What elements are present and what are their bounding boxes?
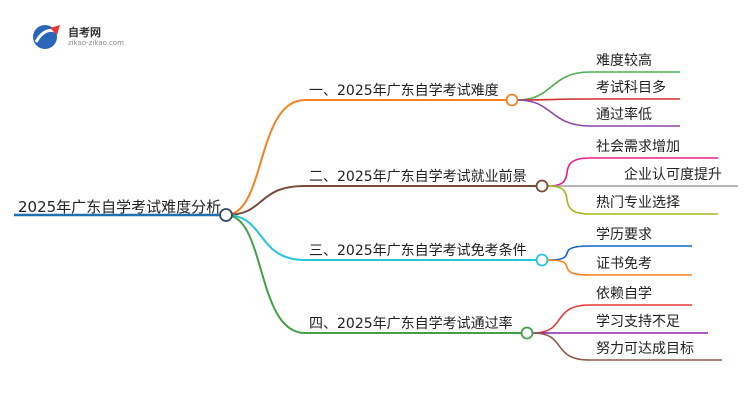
leaf-topic-4-3: 努力可达成目标 [596, 341, 694, 357]
root-node [219, 208, 233, 222]
branch-topic-4: 四、2025年广东自学考试通过率 [309, 316, 513, 332]
leaf-topic-1-3: 通过率低 [596, 107, 652, 123]
leaf-topic-2-2: 企业认可度提升 [624, 167, 722, 183]
root-topic: 2025年广东自学考试难度分析 [18, 198, 222, 216]
mindmap-nodes [219, 93, 549, 340]
branch-connector-2 [225, 185, 306, 216]
branch-connector-1 [225, 99, 306, 216]
branch-connector-3 [225, 214, 306, 261]
leaf-topic-3-1: 学历要求 [596, 227, 652, 243]
leaf-topic-3-2: 证书免考 [596, 256, 652, 272]
leaf-connector-4-3 [532, 332, 591, 361]
branch-connector-4 [225, 214, 306, 334]
logo-title: 自考网 [68, 26, 101, 39]
branch-node-2 [535, 179, 549, 193]
leaf-connector-3-2 [547, 259, 591, 276]
mindmap-connectors [14, 71, 738, 361]
leaf-topic-4-2: 学习支持不足 [596, 314, 680, 330]
leaf-connector-4-1 [532, 304, 591, 334]
site-logo[interactable]: 自考网 zikao-zikao.com [30, 22, 140, 52]
leaf-topic-2-1: 社会需求增加 [596, 139, 680, 155]
branch-topic-2: 二、2025年广东自学考试就业前景 [309, 169, 527, 185]
leaf-topic-1-2: 考试科目多 [596, 80, 666, 96]
leaf-connector-1-1 [517, 71, 591, 101]
branch-node-4 [520, 326, 534, 340]
branch-node-1 [505, 93, 519, 107]
branch-topic-3: 三、2025年广东自学考试免考条件 [309, 243, 527, 259]
leaf-topic-4-1: 依赖自学 [596, 286, 652, 302]
logo-mark-icon [33, 25, 60, 49]
leaf-topic-1-1: 难度较高 [596, 53, 652, 69]
leaf-connector-2-1 [547, 157, 591, 187]
leaf-connector-2-3 [547, 185, 591, 215]
leaf-topic-2-3: 热门专业选择 [596, 195, 680, 211]
logo-subtitle: zikao-zikao.com [68, 39, 124, 47]
leaf-connector-3-1 [547, 245, 591, 261]
branch-topic-1: 一、2025年广东自学考试难度 [309, 83, 499, 99]
branch-node-3 [535, 253, 549, 267]
leaf-connector-1-3 [517, 99, 591, 127]
